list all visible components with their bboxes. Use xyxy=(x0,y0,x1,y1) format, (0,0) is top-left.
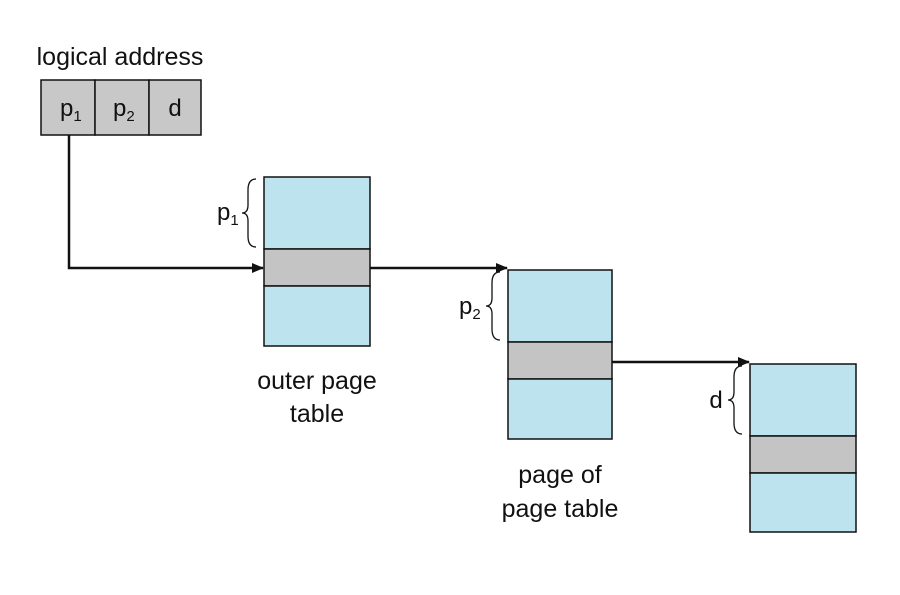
outer-table-offset-label: p1 xyxy=(217,199,239,229)
field-d-box xyxy=(148,79,202,136)
logical-address-title: logical address xyxy=(37,43,204,71)
page-bottom-region xyxy=(749,472,857,533)
page-of-page-table-bottom-region xyxy=(507,378,613,440)
field-p1-label: p1 xyxy=(60,95,82,125)
field-p2-label: p2 xyxy=(113,95,135,125)
page-of-page-table-offset-brace xyxy=(485,271,501,341)
field-d-label: d xyxy=(168,95,181,122)
page-offset-label: d xyxy=(709,387,722,414)
page-of-page-table-caption-line-2: page table xyxy=(502,495,619,523)
field-p1-box xyxy=(40,79,96,136)
logical-address-register: p1 p2 d xyxy=(40,79,202,136)
page-of-page-table-top-region xyxy=(507,269,613,343)
page: d xyxy=(709,363,857,533)
page-of-page-table-entry xyxy=(507,341,613,380)
page-top-region xyxy=(749,363,857,437)
field-p2-box xyxy=(94,79,150,136)
outer-page-table: p1 outer page table xyxy=(217,176,377,428)
outer-table-caption-line-1: outer page xyxy=(257,367,377,395)
page-of-page-table-caption-line-1: page of xyxy=(518,461,601,489)
page-of-page-table: p2 page of page table xyxy=(459,269,619,523)
outer-table-offset-brace xyxy=(241,178,257,248)
outer-table-top-region xyxy=(263,176,371,250)
outer-table-entry xyxy=(263,248,371,287)
page-entry xyxy=(749,435,857,474)
outer-table-bottom-region xyxy=(263,285,371,347)
page-of-page-table-offset-label: p2 xyxy=(459,293,481,323)
page-offset-brace xyxy=(727,365,743,435)
outer-table-caption-line-2: table xyxy=(290,400,344,428)
arrow-p1-to-outer-table xyxy=(67,135,264,273)
